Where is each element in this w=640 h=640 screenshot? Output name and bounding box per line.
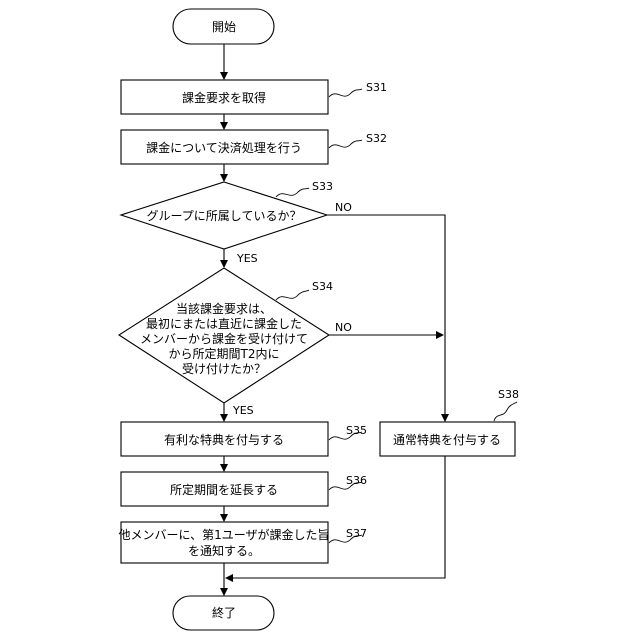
s34-label-line-2: 最初にまたは直近に課金した <box>146 316 302 331</box>
s34-leader <box>276 290 309 300</box>
start-label: 開始 <box>212 20 236 34</box>
start-terminal: 開始 <box>173 9 274 44</box>
end-terminal: 終了 <box>173 596 274 630</box>
s31-leader <box>329 89 362 97</box>
decision-s33: グループに所属しているか？ S33 NO YES <box>121 180 352 265</box>
s38-label: 通常特典を付与する <box>393 432 501 447</box>
s34-step-label: S34 <box>312 280 333 293</box>
s37-step-label: S37 <box>346 527 367 540</box>
s36-step-label: S36 <box>346 474 367 487</box>
s33-no-label: NO <box>335 201 352 214</box>
s34-label-line-3: メンバーから課金を受け付けて <box>140 331 308 346</box>
s34-label-line-4: から所定期間T2内に <box>169 346 280 361</box>
s33-step-label: S33 <box>312 180 333 193</box>
process-s36: 所定期間を延長する S36 <box>121 472 367 506</box>
s33-leader <box>276 188 309 197</box>
s32-step-label: S32 <box>366 132 387 145</box>
process-s37: 他メンバーに、第1ユーザが課金した旨 を通知する。 S37 <box>118 522 367 563</box>
s37-label-line-1: 他メンバーに、第1ユーザが課金した旨 <box>118 527 329 542</box>
s35-step-label: S35 <box>346 424 367 437</box>
s32-label: 課金について決済処理を行う <box>146 140 302 155</box>
decision-s34: 当該課金要求は、 最初にまたは直近に課金した メンバーから課金を受け付けて から… <box>119 268 352 417</box>
process-s32: 課金について決済処理を行う S32 <box>121 130 387 164</box>
s33-yes-label: YES <box>236 252 258 265</box>
process-s31: 課金要求を取得 S31 <box>121 80 387 114</box>
s33-label: グループに所属しているか？ <box>147 209 302 223</box>
s34-label-line-1: 当該課金要求は、 <box>176 301 272 316</box>
s38-leader <box>494 402 517 421</box>
s31-label: 課金要求を取得 <box>182 90 266 105</box>
s36-label: 所定期間を延長する <box>170 482 278 497</box>
s34-no-label: NO <box>335 321 352 334</box>
s38-step-label: S38 <box>498 388 519 401</box>
arrow-s33-no-to-s38 <box>327 215 445 421</box>
s31-step-label: S31 <box>366 81 387 94</box>
s34-yes-label: YES <box>232 404 254 417</box>
process-s38: 通常特典を付与する S38 <box>380 388 519 456</box>
s34-label-line-5: 受け付けたか？ <box>182 362 266 376</box>
end-label: 終了 <box>212 605 236 620</box>
s35-label: 有利な特典を付与する <box>164 432 284 447</box>
s37-label-line-2: を通知する。 <box>188 544 260 558</box>
process-s35: 有利な特典を付与する S35 <box>121 422 367 456</box>
s32-leader <box>329 140 362 148</box>
